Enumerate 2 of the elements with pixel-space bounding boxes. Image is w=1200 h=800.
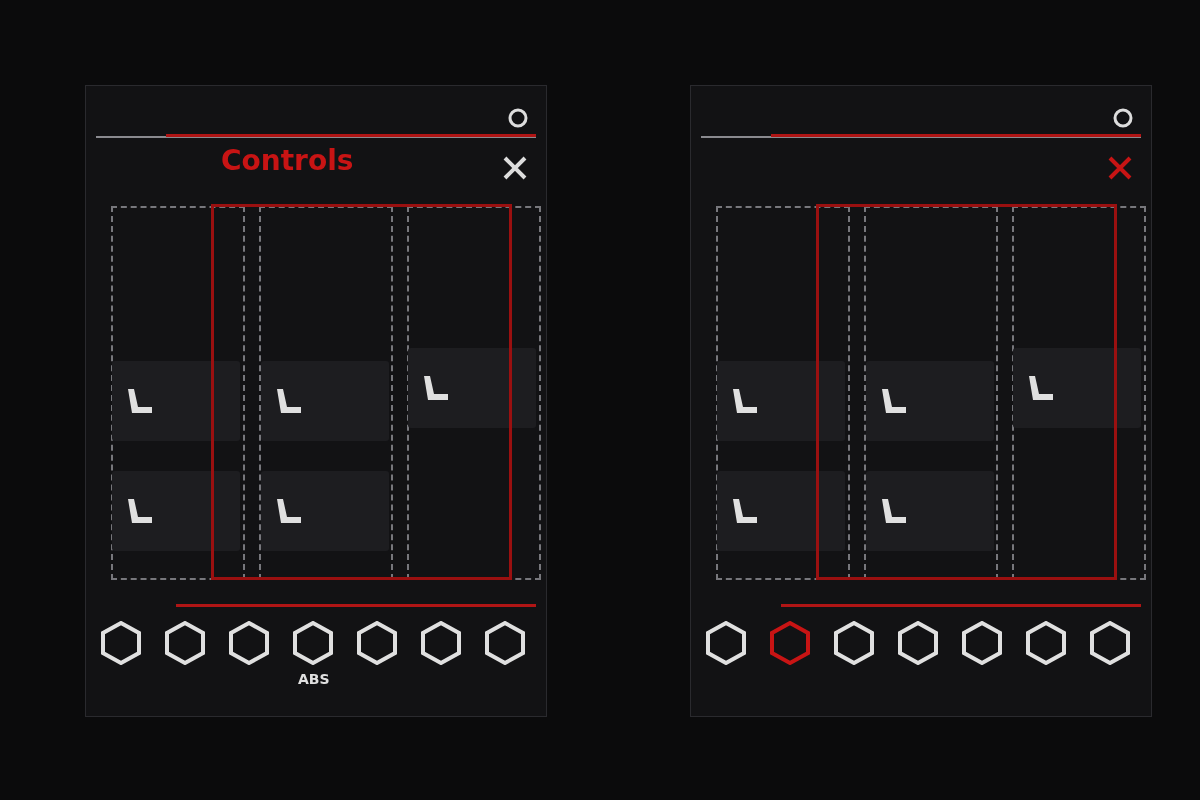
icon-caption: ABS [298, 671, 330, 687]
screen-title: Controls [221, 144, 354, 177]
